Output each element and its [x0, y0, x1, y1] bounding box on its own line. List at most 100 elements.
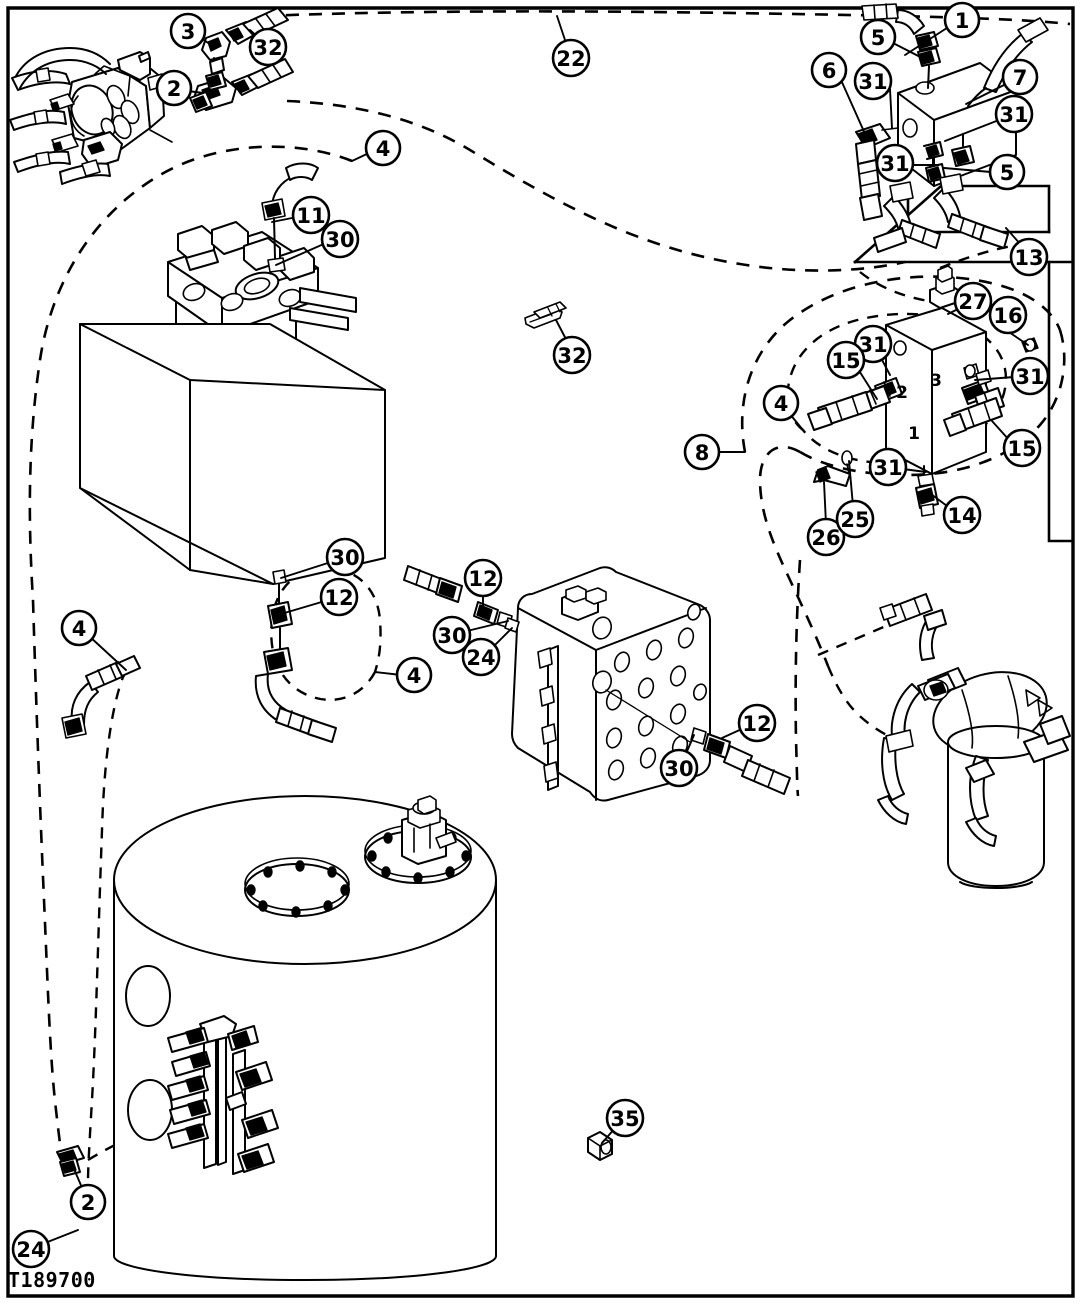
callout-leader	[44, 1229, 79, 1244]
callout-leader	[943, 167, 992, 173]
callout-balloon-4[interactable]: 4	[762, 384, 800, 422]
fitting-row-right	[225, 1025, 279, 1173]
balloon-number: 31	[1015, 365, 1044, 389]
balloon-number: 31	[873, 456, 902, 480]
callout-balloon-1[interactable]: 1	[943, 1, 981, 39]
balloon-circle	[1010, 356, 1050, 396]
hose-coupling-item32-top	[225, 7, 289, 45]
callout-balloon-7[interactable]: 7	[1001, 58, 1039, 96]
balloon-circle	[551, 38, 591, 78]
callout-balloon-14[interactable]: 14	[942, 495, 982, 535]
balloon-number: 15	[1007, 437, 1036, 461]
balloon-number: 30	[330, 546, 359, 570]
balloon-circle	[319, 577, 359, 617]
balloon-circle	[988, 153, 1026, 191]
balloon-number: 4	[72, 617, 87, 641]
callout-leader	[848, 460, 854, 507]
callout-balloon-11[interactable]: 11	[291, 195, 331, 235]
balloon-number: 31	[880, 152, 909, 176]
balloon-number: 3	[181, 20, 196, 44]
balloon-number: 31	[858, 70, 887, 94]
callout-balloon-12[interactable]: 12	[319, 577, 359, 617]
drawing-part-number: T189700	[8, 1268, 96, 1292]
callout-leader	[280, 561, 332, 579]
callout-balloon-30[interactable]: 30	[432, 615, 472, 655]
callout-balloon-27[interactable]: 27	[953, 281, 993, 321]
balloon-number: 16	[993, 304, 1022, 328]
balloon-number: 22	[556, 47, 585, 71]
bushing-item35	[587, 1131, 613, 1161]
balloon-number: 2	[81, 1191, 96, 1215]
port-label-1: 1	[908, 424, 920, 444]
callout-balloon-5[interactable]: 5	[988, 153, 1026, 191]
callout-balloon-6[interactable]: 6	[810, 51, 848, 89]
callout-leader	[466, 620, 509, 632]
callout-balloon-4[interactable]: 4	[395, 656, 433, 694]
hydraulic-filter-assembly	[877, 593, 1071, 889]
balloon-circle	[835, 499, 875, 539]
callout-leader	[904, 25, 951, 56]
balloon-number: 24	[466, 646, 495, 670]
callout-balloon-25[interactable]: 25	[835, 499, 875, 539]
callout-balloon-2[interactable]: 2	[155, 69, 193, 107]
balloon-circle	[463, 558, 503, 598]
callout-leader	[892, 42, 931, 63]
balloon-number: 2	[167, 77, 182, 101]
balloon-circle	[659, 748, 699, 788]
callout-balloon-30[interactable]: 30	[325, 537, 365, 577]
tank-cover-bolts	[246, 860, 350, 918]
callout-balloon-31[interactable]: 31	[868, 447, 908, 487]
balloon-number: 8	[695, 441, 710, 465]
balloon-number: 14	[947, 504, 976, 528]
fitting-chain-manifold-right	[690, 727, 791, 795]
callout-balloon-32[interactable]: 32	[248, 27, 288, 67]
callout-leader	[965, 83, 1007, 105]
balloon-circle	[943, 1, 981, 39]
callout-balloon-4[interactable]: 4	[60, 609, 98, 647]
balloon-number: 5	[871, 26, 886, 50]
callout-balloon-5[interactable]: 5	[859, 18, 897, 56]
balloon-number: 15	[831, 349, 860, 373]
balloon-circle	[994, 94, 1034, 134]
callout-balloon-15[interactable]: 15	[1002, 428, 1042, 468]
callout-balloon-31[interactable]: 31	[853, 61, 893, 101]
hydraulic-tank-cylinder	[113, 795, 497, 1281]
callout-balloon-31[interactable]: 31	[875, 143, 915, 183]
callout-balloon-26[interactable]: 26	[806, 517, 846, 557]
balloon-circle	[395, 656, 433, 694]
balloon-circle	[875, 143, 915, 183]
callout-balloon-22[interactable]: 22	[551, 38, 591, 78]
control-manifold-block	[511, 566, 711, 802]
callout-balloon-30[interactable]: 30	[320, 219, 360, 259]
callout-balloon-4[interactable]: 4	[364, 129, 402, 167]
callout-balloon-31[interactable]: 31	[1010, 356, 1050, 396]
tank-fitting-bank	[56, 1015, 279, 1177]
balloon-circle	[683, 433, 721, 471]
balloon-number: 32	[253, 36, 282, 60]
callout-balloon-12[interactable]: 12	[737, 703, 777, 743]
balloon-circle	[155, 69, 193, 107]
clamp-bracket-item32	[524, 301, 567, 329]
callout-balloon-12[interactable]: 12	[463, 558, 503, 598]
callout-balloon-32[interactable]: 32	[552, 335, 592, 375]
balloon-circle	[69, 1183, 107, 1221]
balloon-circle	[169, 12, 207, 50]
callout-balloon-30[interactable]: 30	[659, 748, 699, 788]
balloon-circle	[11, 1229, 51, 1269]
callout-balloon-24[interactable]: 24	[11, 1229, 51, 1269]
balloon-circle	[605, 1098, 645, 1138]
callout-balloon-13[interactable]: 13	[1009, 237, 1049, 277]
callout-balloon-31[interactable]: 31	[994, 94, 1034, 134]
callout-balloon-24[interactable]: 24	[461, 637, 501, 677]
callout-balloon-35[interactable]: 35	[605, 1098, 645, 1138]
callout-balloon-2[interactable]: 2	[69, 1183, 107, 1221]
tee-fitting-item2	[189, 71, 237, 113]
balloon-circle	[1009, 237, 1049, 277]
callout-balloon-3[interactable]: 3	[169, 12, 207, 50]
callout-balloon-15[interactable]: 15	[826, 340, 866, 380]
callout-balloon-8[interactable]: 8	[683, 433, 721, 471]
balloon-number: 25	[840, 508, 869, 532]
callout-balloon-16[interactable]: 16	[988, 295, 1028, 335]
balloon-circle	[1002, 428, 1042, 468]
